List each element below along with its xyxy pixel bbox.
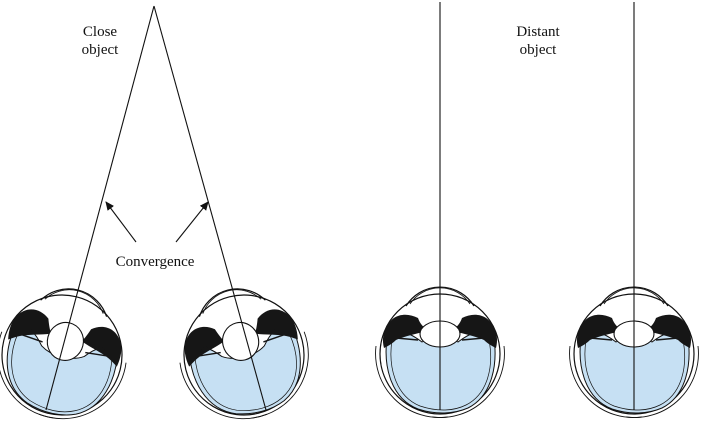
close-object-label-line-1: Close: [83, 24, 118, 40]
line-of-sight-left: [45, 5, 155, 411]
distant-object-label-line-2: object: [520, 42, 557, 58]
line-of-sight-right: [153, 5, 267, 411]
close-object-label-line-2: object: [82, 42, 119, 58]
distant-object-label-line-1: Distant: [516, 24, 560, 40]
convergence-label: Convergence: [116, 254, 195, 270]
eye-cross-section-icon: [0, 273, 142, 429]
arrow-icon: [175, 201, 209, 243]
eye-cross-section-icon: [164, 273, 323, 429]
arrow-icon: [105, 201, 137, 243]
